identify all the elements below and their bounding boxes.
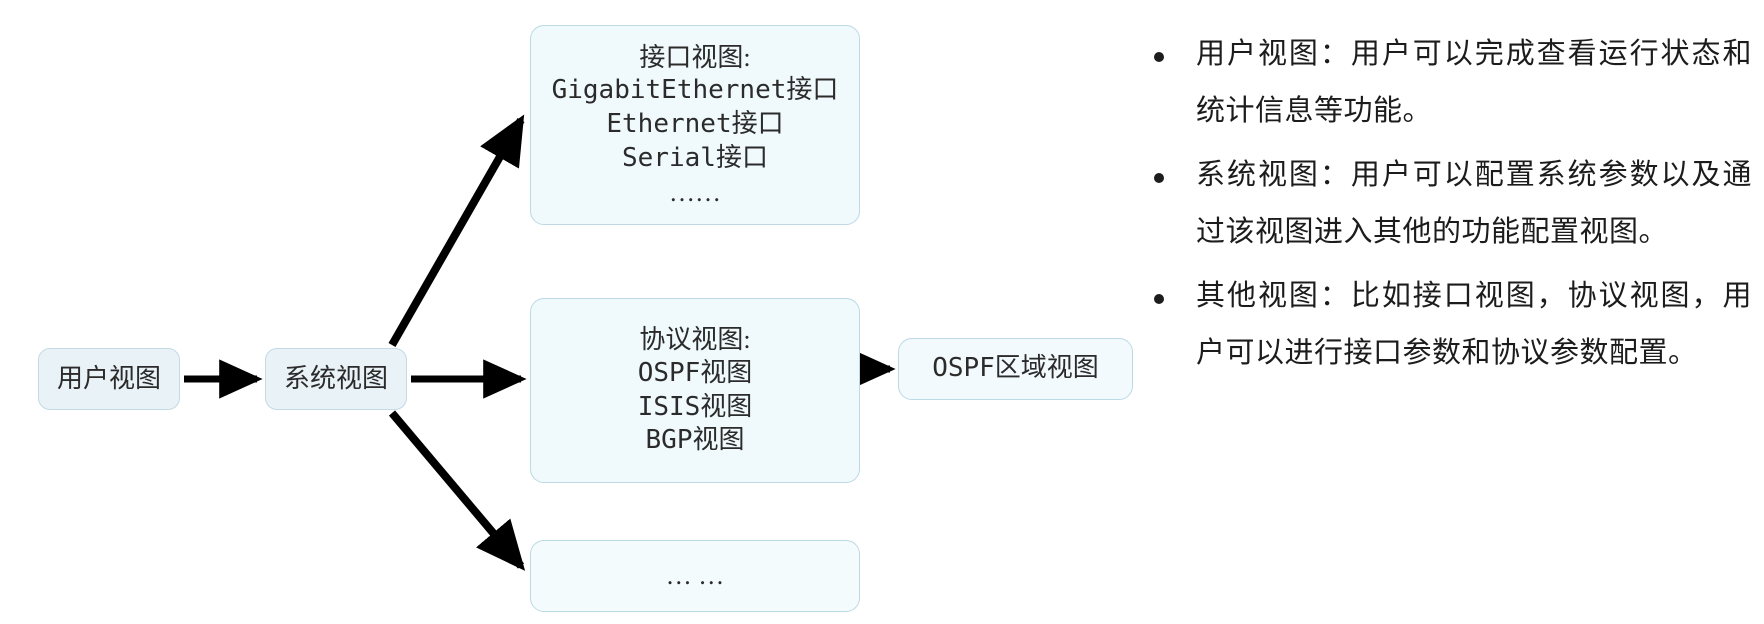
node-ospf-area-view[interactable]: OSPF区域视图 <box>898 338 1133 400</box>
node-system-view[interactable]: 系统视图 <box>265 348 407 410</box>
bullet-dot-icon <box>1154 52 1164 62</box>
node-more-views-label: … … <box>665 561 725 591</box>
view-description-list: 用户视图：用户可以完成查看运行状态和统计信息等功能。 系统视图：用户可以配置系统… <box>1140 26 1752 388</box>
node-user-view[interactable]: 用户视图 <box>38 348 180 410</box>
list-item: 其他视图：比如接口视图，协议视图，用户可以进行接口参数和协议参数配置。 <box>1140 268 1752 383</box>
node-system-view-label: 系统视图 <box>283 364 388 394</box>
node-interface-view-line-4: Serial接口 <box>622 142 768 173</box>
bullet-dot-icon <box>1154 293 1164 304</box>
list-item: 系统视图：用户可以配置系统参数以及通过该视图进入其他的功能配置视图。 <box>1140 147 1752 262</box>
edge-system-to-more <box>388 410 526 571</box>
list-item-text: 系统视图：用户可以配置系统参数以及通过该视图进入其他的功能配置视图。 <box>1196 158 1752 249</box>
node-interface-view-line-2: GigabitEthernet接口 <box>551 75 839 106</box>
list-item: 用户视图：用户可以完成查看运行状态和统计信息等功能。 <box>1140 26 1752 141</box>
bullet-dot-icon <box>1154 172 1164 183</box>
node-protocol-view-line-1: 协议视图: <box>639 324 751 354</box>
node-user-view-label: 用户视图 <box>56 364 161 394</box>
node-protocol-view-line-4: BGP视图 <box>645 425 745 456</box>
node-interface-view-line-1: 接口视图: <box>639 42 751 72</box>
node-interface-view-line-5: …… <box>669 177 721 207</box>
node-protocol-view-line-2: OSPF视图 <box>637 357 753 388</box>
node-more-views[interactable]: … … <box>530 540 860 612</box>
view-hierarchy-diagram: 用户视图 系统视图 接口视图: GigabitEthernet接口 Ethern… <box>38 25 1133 612</box>
node-protocol-view-line-3: ISIS视图 <box>637 391 753 422</box>
node-interface-view[interactable]: 接口视图: GigabitEthernet接口 Ethernet接口 Seria… <box>530 25 860 225</box>
node-interface-view-line-3: Ethernet接口 <box>606 109 784 140</box>
edge-system-to-interface <box>388 114 525 347</box>
node-protocol-view[interactable]: 协议视图: OSPF视图 ISIS视图 BGP视图 <box>530 298 860 483</box>
list-item-text: 用户视图：用户可以完成查看运行状态和统计信息等功能。 <box>1196 38 1752 128</box>
list-item-text: 其他视图：比如接口视图，协议视图，用户可以进行接口参数和协议参数配置。 <box>1196 279 1752 370</box>
node-ospf-area-view-label: OSPF区域视图 <box>932 353 1099 384</box>
